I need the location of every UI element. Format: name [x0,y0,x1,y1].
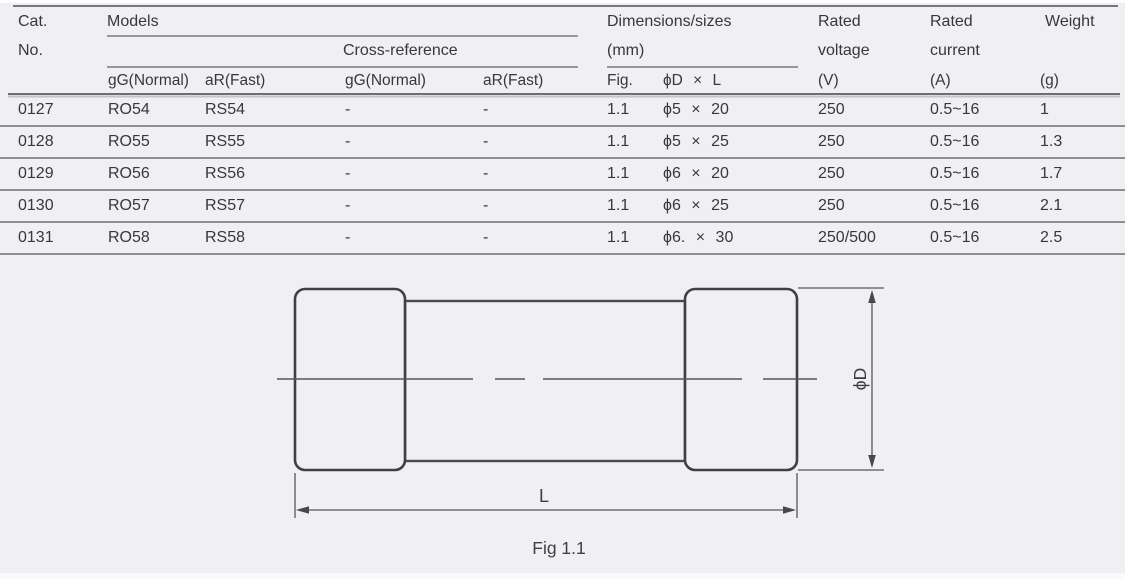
cell-dxl: ϕ5 × 25 [663,133,729,150]
cell-fig: 1.1 [607,197,630,214]
header-weight: Weight [1045,13,1095,30]
cell-cross-ar: - [483,165,489,182]
cell-dxl: ϕ6 × 20 [663,165,729,182]
cell-cat-no: 0128 [18,133,54,150]
diameter-label: ϕD [850,368,870,390]
cell-model-ar: RS57 [205,197,246,214]
cell-dxl: ϕ6 × 25 [663,197,729,214]
cell-fig: 1.1 [607,101,630,118]
cell-fig: 1.1 [607,229,630,246]
cell-weight: 2.1 [1040,197,1063,214]
header-dimensions-unit: (mm) [607,42,645,59]
cell-cross-ar: - [483,197,489,214]
subheader-fig: Fig. [607,72,633,89]
header-cross-reference: Cross-reference [343,42,458,59]
cell-model-ar: RS55 [205,133,246,150]
table-row: 0130 RO57 RS57 - - 1.1 ϕ6 × 25 250 0.5~1… [0,191,1125,223]
cell-cross-gg: - [345,229,351,246]
cell-rated-voltage: 250 [818,101,845,118]
subheader-models-gg: gG(Normal) [108,72,189,89]
subheader-dxl: ϕD × L [663,72,722,89]
fuse-body [403,299,687,463]
cell-rated-current: 0.5~16 [930,229,980,246]
page-bottom-edge [0,573,1125,579]
arrow-up [868,290,876,303]
cell-model-gg: RO55 [108,133,150,150]
cell-model-ar: RS54 [205,101,246,118]
subheader-voltage-unit: (V) [818,72,839,89]
cell-model-gg: RO54 [108,101,150,118]
arrow-left [296,506,309,514]
header-rated-voltage-2: voltage [818,42,870,59]
header-rated-current-1: Rated [930,13,973,30]
table-row: 0127 RO54 RS54 - - 1.1 ϕ5 × 20 250 0.5~1… [0,95,1125,127]
cell-model-gg: RO57 [108,197,150,214]
arrow-down [868,455,876,468]
cell-cat-no: 0130 [18,197,54,214]
cell-model-ar: RS56 [205,165,246,182]
table-row: 0129 RO56 RS56 - - 1.1 ϕ6 × 20 250 0.5~1… [0,159,1125,191]
cell-cat-no: 0129 [18,165,54,182]
cell-rated-voltage: 250 [818,133,845,150]
cell-cat-no: 0131 [18,229,54,246]
cell-cross-gg: - [345,101,351,118]
table-row: 0128 RO55 RS55 - - 1.1 ϕ5 × 25 250 0.5~1… [0,127,1125,159]
cell-fig: 1.1 [607,165,630,182]
subheader-cross-ar: aR(Fast) [483,72,544,89]
header-cat: Cat. [18,13,48,30]
header-models: Models [107,13,159,30]
cell-cross-ar: - [483,229,489,246]
cell-weight: 1.7 [1040,165,1063,182]
cell-rated-current: 0.5~16 [930,165,980,182]
subheader-cross-gg: gG(Normal) [345,72,426,89]
cell-dxl: ϕ6. × 30 [663,229,734,246]
cell-fig: 1.1 [607,133,630,150]
length-label: L [539,486,549,506]
subheader-weight-unit: (g) [1040,72,1059,89]
cell-cross-gg: - [345,133,351,150]
cell-model-ar: RS58 [205,229,246,246]
cross-reference-underline [107,66,578,68]
cell-weight: 1.3 [1040,133,1063,150]
cell-dxl: ϕ5 × 20 [663,101,729,118]
table-header-bottom-border [8,93,1120,95]
header-no: No. [18,42,43,59]
table-top-border [13,5,1118,7]
cell-weight: 2.5 [1040,229,1063,246]
arrow-right [783,506,796,514]
header-rated-voltage-1: Rated [818,13,861,30]
cell-cross-gg: - [345,165,351,182]
cell-model-gg: RO56 [108,165,150,182]
cell-rated-current: 0.5~16 [930,101,980,118]
subheader-models-ar: aR(Fast) [205,72,266,89]
header-rated-current-2: current [930,42,980,59]
subheader-current-unit: (A) [930,72,951,89]
cell-cross-gg: - [345,197,351,214]
models-group-underline [107,35,578,37]
cell-rated-voltage: 250/500 [818,229,876,246]
cell-rated-current: 0.5~16 [930,133,980,150]
cell-cat-no: 0127 [18,101,54,118]
table-subheader-row: gG(Normal) aR(Fast) gG(Normal) aR(Fast) … [0,69,1125,93]
cell-cross-ar: - [483,101,489,118]
figure-caption: Fig 1.1 [532,538,586,558]
cell-rated-voltage: 250 [818,165,845,182]
header-dimensions: Dimensions/sizes [607,13,732,30]
page-top-edge [0,0,1125,3]
table-row: 0131 RO58 RS58 - - 1.1 ϕ6. × 30 250/500 … [0,223,1125,255]
cell-cross-ar: - [483,133,489,150]
table-body: 0127 RO54 RS54 - - 1.1 ϕ5 × 20 250 0.5~1… [0,95,1125,255]
cell-rated-voltage: 250 [818,197,845,214]
dimensions-underline [607,66,798,68]
cell-rated-current: 0.5~16 [930,197,980,214]
cell-model-gg: RO58 [108,229,150,246]
cell-weight: 1 [1040,101,1049,118]
